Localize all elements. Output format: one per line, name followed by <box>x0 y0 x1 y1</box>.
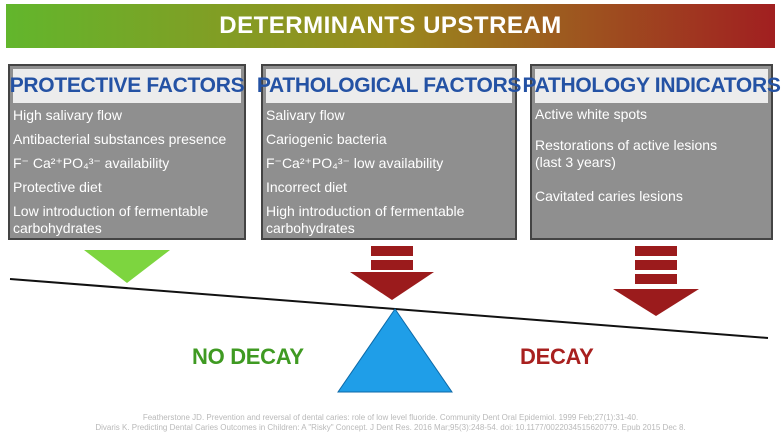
list-item: Salivary flow <box>266 107 345 123</box>
panel-header: PATHOLOGICAL FACTORS <box>257 69 521 103</box>
protective-factors-panel: PROTECTIVE FACTORS High salivary flow An… <box>8 64 246 240</box>
reference-2: Divaris K. Predicting Dental Caries Outc… <box>95 423 686 432</box>
list-item: F⁻Ca²⁺PO₄³⁻ low availability <box>266 155 444 171</box>
red-arrow-bar <box>371 260 413 270</box>
list-item: Low introduction of fermentable carbohyd… <box>13 203 209 236</box>
pathology-indicators-panel: PATHOLOGY INDICATORS Active white spots … <box>522 64 781 240</box>
pathological-factors-panel: PATHOLOGICAL FACTORS Salivary flow Cario… <box>257 64 521 240</box>
list-item: Active white spots <box>535 106 648 122</box>
list-item: Protective diet <box>13 179 102 195</box>
list-item: Incorrect diet <box>266 179 347 195</box>
list-item: High salivary flow <box>13 107 122 123</box>
list-item: Restorations of active lesions (last 3 y… <box>535 137 718 170</box>
list-item: Antibacterial substances presence <box>13 131 227 147</box>
decay-label: DECAY <box>520 344 594 369</box>
pathology-indicators-list: Active white spots Restorations of activ… <box>532 103 771 205</box>
panel-header: PROTECTIVE FACTORS <box>10 69 245 103</box>
no-decay-label: NO DECAY <box>192 344 304 369</box>
balance-beam <box>9 278 769 339</box>
pathological-factors-list: Salivary flow Cariogenic bacteria F⁻Ca²⁺… <box>263 103 515 237</box>
list-item: Cavitated caries lesions <box>535 188 683 204</box>
page-title: DETERMINANTS UPSTREAM <box>219 12 562 39</box>
pathological-factors-title: PATHOLOGICAL FACTORS <box>256 74 522 97</box>
list-item: F⁻ Ca²⁺PO₄³⁻ availability <box>13 155 170 171</box>
pathology-indicators-title: PATHOLOGY INDICATORS <box>522 74 781 97</box>
red-arrow-bar <box>635 274 677 284</box>
list-item: Cariogenic bacteria <box>266 131 387 147</box>
fulcrum-triangle-icon <box>337 308 453 393</box>
reference-1: Featherstone JD. Prevention and reversal… <box>142 413 639 422</box>
protective-factors-list: High salivary flow Antibacterial substan… <box>10 103 244 237</box>
panel-header: PATHOLOGY INDICATORS <box>522 69 781 103</box>
red-down-arrow-icon <box>613 289 699 316</box>
red-arrow-bar <box>635 246 677 256</box>
list-item: High introduction of fermentable carbohy… <box>266 203 465 236</box>
red-arrow-bar <box>635 260 677 270</box>
red-down-arrow-icon <box>350 272 434 300</box>
green-down-arrow-icon <box>84 250 170 283</box>
protective-factors-title: PROTECTIVE FACTORS <box>9 74 245 97</box>
red-arrow-bar <box>371 246 413 256</box>
title-banner: DETERMINANTS UPSTREAM <box>6 4 775 48</box>
